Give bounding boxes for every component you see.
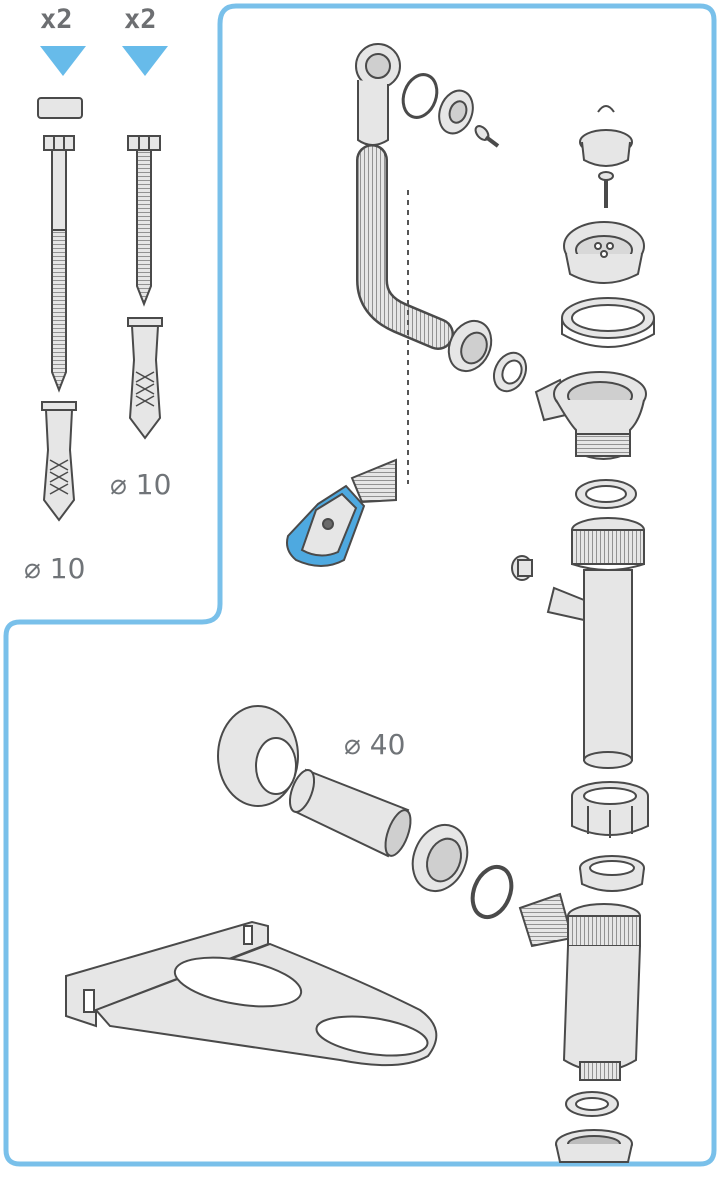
pipe-washer: [579, 855, 645, 892]
short-screw: [127, 135, 161, 307]
bottle-trap: [518, 892, 641, 1081]
overflow-outlet: [355, 43, 401, 146]
sink-plug: [579, 105, 633, 167]
drain-washer: [575, 479, 637, 509]
diameter-label-long-plug: ⌀ 10: [24, 552, 86, 585]
wall-bracket: [65, 920, 438, 1067]
qty-label-long-screw: x2: [40, 4, 73, 35]
strainer-basket: [563, 221, 645, 284]
qty-label-short-screw: x2: [124, 4, 157, 35]
trap-bottom-cap: [555, 1129, 633, 1163]
long-screw: [43, 135, 75, 393]
wall-pipe-nut: [411, 824, 469, 892]
screw-cap: [37, 97, 83, 119]
trap-washer: [565, 1091, 619, 1117]
overflow-grille: [438, 89, 474, 135]
qty-marker-short-screw: [122, 46, 168, 76]
utility-knife-icon: [286, 458, 397, 567]
diameter-label-short-plug: ⌀ 10: [110, 468, 172, 501]
qty-marker-long-screw: [40, 46, 86, 76]
short-wall-plug: [127, 317, 163, 440]
wall-pipe-washer: [470, 864, 514, 920]
wall-rosette: [217, 705, 299, 807]
wall-pipe: [288, 768, 412, 858]
diameter-label-pipe: ⌀ 40: [344, 728, 406, 761]
branch-cap: [511, 555, 533, 581]
tailpiece-pipe: [546, 517, 645, 769]
long-wall-plug: [41, 401, 77, 522]
strainer-screw: [598, 171, 614, 208]
parts-frame: [3, 3, 717, 1167]
sealing-ring: [561, 297, 655, 348]
drain-body: [534, 371, 647, 460]
pipe-nut: [571, 781, 649, 838]
hose-washer: [492, 351, 528, 393]
hose-nut: [447, 319, 493, 373]
overflow-screw: [474, 125, 500, 148]
overflow-gasket: [401, 73, 439, 119]
